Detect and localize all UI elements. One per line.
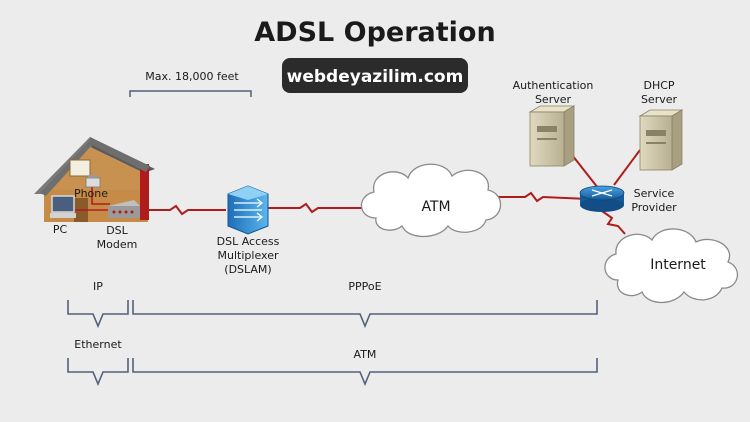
auth-server-icon: [528, 105, 576, 167]
phone-label: Phone: [74, 187, 108, 200]
dslam-icon: [227, 185, 269, 235]
link-dhcp-router: [613, 149, 641, 186]
router-icon: [579, 185, 625, 212]
dhcp-server-icon: [638, 109, 684, 171]
router-label-line2: Provider: [631, 201, 677, 214]
watermark-badge: webdeyazilim.com: [282, 58, 468, 93]
layer-ip-bracket: [67, 300, 129, 329]
distance-bracket: [129, 90, 252, 97]
internet-cloud: [604, 228, 738, 304]
modem-label-line1: DSL: [106, 224, 128, 237]
atm-cloud: [360, 163, 502, 238]
layer-ip-label: IP: [93, 280, 103, 293]
house-chimney: [140, 164, 149, 220]
dhcp-server-label-line1: DHCP: [643, 79, 674, 92]
pc-icon: [50, 195, 76, 218]
distance-label: Max. 18,000 feet: [145, 70, 239, 83]
layer-ethernet-label: Ethernet: [74, 338, 122, 351]
layer-pppoe-bracket: [132, 300, 598, 329]
link-router-internet: [601, 210, 626, 235]
dslam-label-line1: DSL Access: [217, 235, 280, 248]
link-atm-router: [495, 191, 589, 203]
watermark-text: webdeyazilim.com: [287, 67, 464, 87]
dslam-label-line3: (DSLAM): [224, 263, 271, 276]
atm-cloud-label: ATM: [421, 199, 450, 215]
layer-atm-label: ATM: [354, 348, 377, 361]
phone-icon: [85, 175, 101, 188]
pc-label: PC: [53, 223, 68, 236]
link-dslam-atm: [268, 202, 368, 214]
page-title: ADSL Operation: [254, 17, 495, 48]
links: [149, 145, 641, 235]
layer-pppoe-label: PPPoE: [348, 280, 381, 293]
layer-ethernet-bracket: [67, 358, 129, 387]
auth-server-label-line1: Authentication: [513, 79, 594, 92]
dslam-label-line2: Multiplexer: [218, 249, 279, 262]
internet-cloud-label: Internet: [650, 257, 706, 273]
modem-label-line2: Modem: [97, 238, 138, 251]
auth-server-label-line2: Server: [535, 93, 572, 106]
link-modem-dslam: [149, 204, 226, 216]
router-label-line1: Service: [634, 187, 675, 200]
dhcp-server-label-line2: Server: [641, 93, 678, 106]
layer-atm-bracket: [132, 358, 598, 387]
dsl-modem-icon: [108, 200, 140, 218]
